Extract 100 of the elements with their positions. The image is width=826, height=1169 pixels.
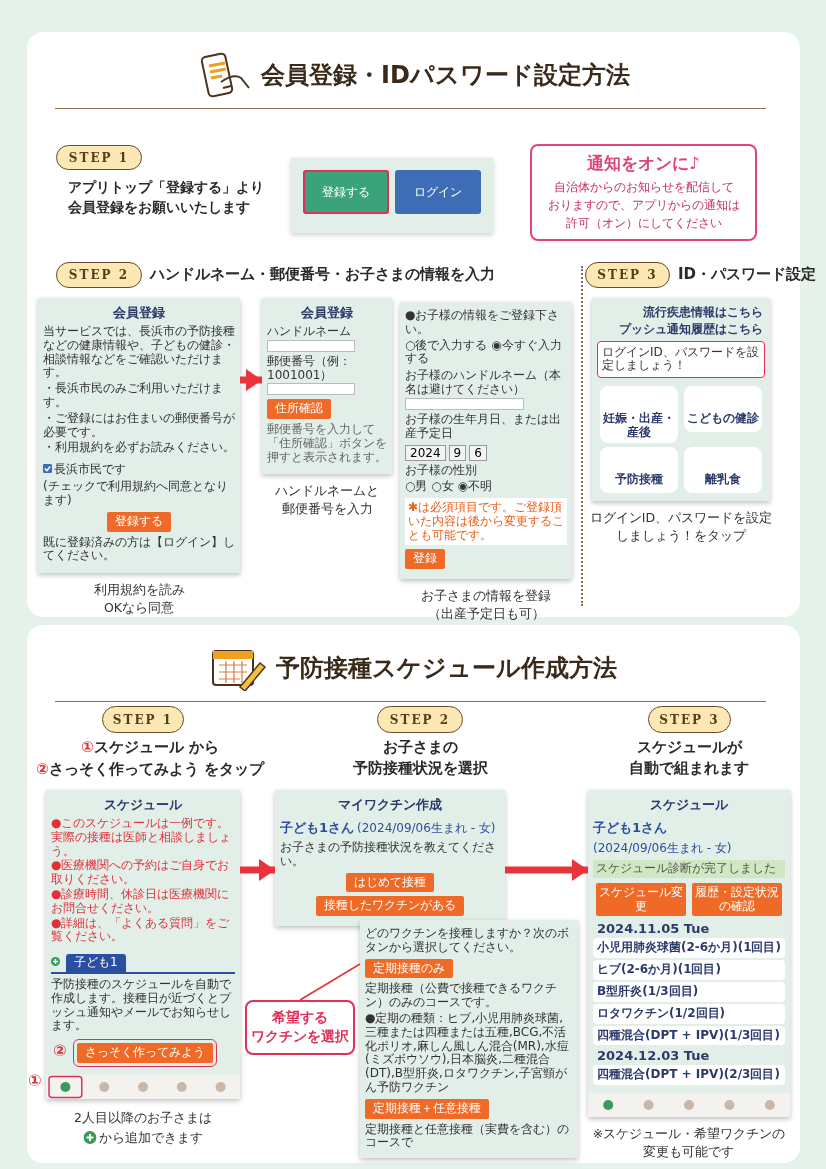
section-title: 予防接種スケジュール作成方法 bbox=[276, 653, 617, 684]
screen-text: 郵便番号を入力して「住所確認」ボタンを押すと表示されます。 bbox=[267, 423, 387, 465]
vaccine-row: ロタワクチン(1/2回目) bbox=[593, 1003, 785, 1024]
callout-box: 希望するワクチンを選択 bbox=[245, 1000, 355, 1055]
app-screenshot bbox=[291, 158, 493, 233]
warning-text: ●このスケジュールは一例です。実際の接種は医師と相談しましょう。 bbox=[51, 817, 232, 859]
notice-box bbox=[530, 144, 757, 241]
child-name: 子ども1さん bbox=[593, 819, 668, 837]
app-screenshot bbox=[38, 298, 240, 574]
screen-title: マイワクチン作成 bbox=[337, 796, 443, 814]
app-screenshot bbox=[360, 920, 578, 1159]
caption-text: ログインID、パスワードを設定しましょう！をタップ bbox=[589, 508, 773, 545]
screen-text: 定期接種（公費で接種できるワクチン）のみのコースです。 bbox=[365, 982, 558, 1010]
arrow bbox=[240, 369, 262, 391]
step-badge: STEP 3 bbox=[585, 262, 670, 288]
step-badge: STEP 1 bbox=[102, 706, 184, 733]
menu-tile: 予防接種 bbox=[600, 446, 678, 493]
date-heading: 2024.11.05 Tue bbox=[597, 921, 711, 937]
screen-text: ●お子様の情報をご登録下さい。 bbox=[405, 309, 561, 337]
section-card bbox=[27, 625, 800, 1163]
callout-number: ① bbox=[81, 737, 94, 758]
notice-text: 自治体からのお知らせを配信しておりますので、アプリからの通知は許可（オン）にしてください bbox=[547, 179, 740, 232]
date-heading: 2024.12.03 Tue bbox=[597, 1048, 711, 1064]
app-button: ログイン bbox=[395, 170, 482, 214]
link-text: プッシュ通知履歴はこちら bbox=[618, 322, 763, 337]
screen-text: ○後で入力する ◉今すぐ入力する bbox=[405, 338, 563, 367]
screen-text: 既に登録済みの方は【ログイン】してください。 bbox=[43, 535, 235, 564]
app-button: 履歴・設定状況の確認 bbox=[691, 882, 783, 917]
screen-title: スケジュール bbox=[649, 796, 729, 814]
status-bar: スケジュール診断が完了しました bbox=[593, 860, 785, 878]
app-button: 登録する bbox=[302, 170, 389, 214]
step-badge: STEP 2 bbox=[56, 262, 142, 288]
field-label: 郵便番号（例：1001001） bbox=[267, 354, 352, 383]
step-heading: お子さまの予防接種状況を選択 bbox=[352, 737, 488, 779]
screen-title: スケジュール bbox=[103, 796, 183, 814]
screen-text: ●定期の種類：ヒブ,小児用肺炎球菌,三種または四種または五種,BCG,不活化ポリオ,麻しん風しん混合(MR),水痘(ミズボウソウ),日本脳炎,二種混合(DT),B型肝炎,ロタワクチン,子宮頸がん予防ワクチン bbox=[365, 1012, 570, 1095]
checkbox-label: 長浜市民です bbox=[54, 462, 126, 477]
step-badge: STEP 2 bbox=[377, 706, 463, 733]
vaccine-row: 四種混合(DPT + IPV)(2/3回目) bbox=[593, 1065, 785, 1086]
screen-text: お子様の生年月日、または出産予定日 bbox=[405, 412, 562, 441]
link-text: 流行疾患情報はこちら bbox=[642, 306, 763, 320]
app-button: スケジュール変更 bbox=[595, 882, 687, 917]
app-screenshot bbox=[262, 298, 392, 474]
step-heading: スケジュール から bbox=[93, 737, 219, 758]
screen-text: ・利用規約を必ずお読みください。 bbox=[43, 441, 235, 456]
screen-title: 会員登録 bbox=[112, 304, 166, 322]
step-badge: STEP 1 bbox=[56, 145, 142, 170]
menu-tile: 妊娠・出産・産後 bbox=[600, 386, 678, 443]
warning-text: ●医療機関への予約はご自身でお取りください。 bbox=[51, 859, 231, 887]
app-button: はじめて接種 bbox=[346, 872, 434, 893]
screen-text: (チェックで利用規約へ同意となります) bbox=[43, 480, 229, 508]
app-screenshot bbox=[46, 790, 240, 1099]
screen-text: どのワクチンを接種しますか？次のボタンから選択してください。 bbox=[365, 927, 570, 955]
app-button: 定期接種のみ bbox=[365, 958, 453, 979]
menu-tile: こどもの健診 bbox=[684, 386, 762, 433]
screen-text: 定期接種と任意接種（実費を含む）のコースで bbox=[365, 1122, 570, 1151]
select-field: 6 bbox=[469, 445, 487, 462]
app-screenshot bbox=[588, 790, 790, 1118]
small-text: (2024/09/06生まれ - 女) bbox=[593, 840, 732, 857]
screen-text: 予防接種のスケジュールを自動で作成します。接種日が近づくとプッシュ通知やメールでお知らせします。 bbox=[51, 977, 233, 1034]
vaccine-row: B型肝炎(1/3回目) bbox=[593, 982, 785, 1002]
app-button: 登録する bbox=[107, 511, 171, 532]
callout-number: ② bbox=[36, 759, 49, 780]
warning-text: ●診療時間、休診日は医療機関にお問合せください。 bbox=[51, 888, 231, 916]
app-button: 定期接種＋任意接種 bbox=[365, 1098, 489, 1119]
tab-label: 子ども1 bbox=[66, 954, 126, 972]
callout-number: ② bbox=[53, 1041, 67, 1061]
step-heading: ID・パスワード設定 bbox=[678, 264, 817, 285]
vaccine-row: 小児用肺炎球菌(2-6か月)(1回目) bbox=[593, 938, 785, 959]
field-label: ハンドルネーム bbox=[267, 325, 352, 339]
caption-text: 利用規約を読みOKなら同意 bbox=[93, 581, 185, 618]
app-screenshot bbox=[275, 790, 505, 927]
caption-text: から追加できます bbox=[98, 1129, 203, 1148]
small-text: (2024/09/06生まれ - 女) bbox=[357, 820, 496, 837]
screen-text: ○男 ○女 ◉不明 bbox=[405, 480, 494, 494]
app-screenshot bbox=[592, 298, 770, 501]
screen-text: 当サービスでは、長浜市の予防接種などの健康情報や、子どもの健診・相談情報などをご確認いただけます。 bbox=[43, 325, 235, 381]
step-badge: STEP 3 bbox=[648, 706, 731, 733]
vaccine-row: 四種混合(DPT + IPV)(1/3回目) bbox=[593, 1025, 785, 1046]
note-text: ✱は必須項目です。ご登録頂いた内容は後から変更することも可能です。 bbox=[405, 497, 567, 546]
notice-title: 通知をオンに♪ bbox=[586, 152, 701, 175]
app-button: 住所確認 bbox=[267, 399, 331, 420]
caption-text: ※スケジュール・希望ワクチンの変更も可能です bbox=[592, 1125, 786, 1162]
section-title: 会員登録・IDパスワード設定方法 bbox=[261, 60, 630, 91]
caption-text: 2人目以降のお子さまは bbox=[74, 1108, 212, 1127]
app-button: 接種したワクチンがある bbox=[316, 896, 464, 917]
screen-text: ・長浜市民のみご利用いただけます。 bbox=[43, 382, 224, 410]
instruction-text: アプリトップ「登録する」より会員登録をお願いいたします bbox=[68, 178, 264, 217]
callout-number: ① bbox=[28, 1070, 42, 1090]
caption-text: ハンドルネームと郵便番号を入力 bbox=[275, 481, 379, 518]
caption-text: お子さまの情報を登録（出産予定日も可） bbox=[421, 587, 551, 624]
screen-text: お子様の性別 bbox=[405, 464, 478, 479]
screen-title: 会員登録 bbox=[300, 304, 354, 322]
select-field: 2024 bbox=[405, 445, 446, 462]
highlighted-row: ログインID、パスワードを設定しましょう！ bbox=[597, 340, 765, 379]
warning-text: ●詳細は、「よくある質問」をご覧ください。 bbox=[51, 916, 231, 945]
step-heading: スケジュールが自動で組まれます bbox=[629, 737, 749, 779]
arrow bbox=[505, 859, 588, 881]
app-button: 登録 bbox=[405, 549, 445, 570]
vaccine-row: ヒブ(2-6か月)(1回目) bbox=[593, 960, 785, 980]
